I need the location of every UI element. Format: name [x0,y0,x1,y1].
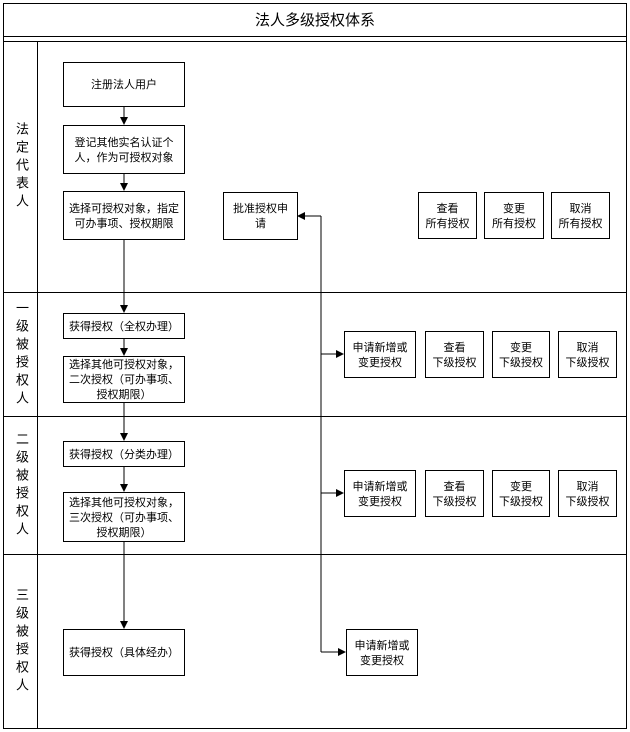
lane-label-level3-grantee: 三级被授权人 [13,588,28,696]
view-all-grants-box: 查看 所有授权 [418,192,477,239]
level2-apply-box: 申请新增或 变更授权 [344,470,416,517]
level1-view-sub-grants-box: 查看 下级授权 [425,331,484,378]
lane-label-level2-grantee: 二级被授权人 [13,431,28,540]
level3-obtain-grant-box: 获得授权（具体经办） [63,629,185,676]
lane-label-level1-grantee: 一级被授权人 [13,300,28,409]
diagram-frame [3,3,627,729]
approve-application-box: 批准授权申请 [223,192,298,240]
title-divider [3,37,627,42]
level1-secondary-grant-box: 选择其他可授权对象， 二次授权（可办事项、 授权期限） [63,356,185,403]
level1-obtain-grant-box: 获得授权（全权办理） [63,313,185,339]
level1-change-sub-grants-box: 变更 下级授权 [492,331,550,378]
lane-label-legal-representative: 法定代表人 [13,122,28,212]
cancel-all-grants-box: 取消 所有授权 [551,192,610,239]
level1-apply-box: 申请新增或 变更授权 [344,331,416,378]
level2-cancel-sub-grants-box: 取消 下级授权 [558,470,617,517]
level1-cancel-sub-grants-box: 取消 下级授权 [558,331,617,378]
level2-tertiary-grant-box: 选择其他可授权对象， 三次授权（可办事项、 授权期限） [63,492,185,542]
lane-divider-2 [3,416,627,417]
lane-divider-1 [3,292,627,293]
select-grantee-box: 选择可授权对象，指定 可办事项、授权期限 [63,191,185,240]
change-all-grants-box: 变更 所有授权 [484,192,544,239]
register-real-name-box: 登记其他实名认证个 人，作为可授权对象 [63,125,185,174]
register-legal-user-box: 注册法人用户 [63,62,185,107]
level2-view-sub-grants-box: 查看 下级授权 [425,470,484,517]
level2-obtain-grant-box: 获得授权（分类办理） [63,441,185,467]
level2-change-sub-grants-box: 变更 下级授权 [492,470,550,517]
diagram-title: 法人多级授权体系 [3,3,627,37]
level3-apply-box: 申请新增或 变更授权 [346,629,418,676]
lane-divider-3 [3,554,627,555]
lane-label-column-divider [37,42,38,729]
